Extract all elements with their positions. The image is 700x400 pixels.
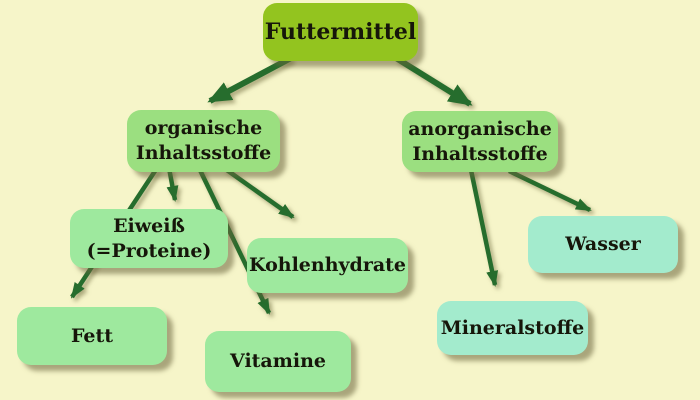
node-kohlenhydrate: Kohlenhydrate bbox=[247, 238, 408, 293]
node-wasser: Wasser bbox=[528, 216, 678, 273]
node-organische-inhaltsstoffe: organische Inhaltsstoffe bbox=[127, 110, 280, 172]
node-mineralstoffe: Mineralstoffe bbox=[437, 301, 588, 355]
edge-futtermittel-organische bbox=[207, 55, 293, 104]
edge-organische-eiweiss bbox=[166, 167, 179, 202]
edge-organische-kohlenhydrate bbox=[222, 166, 295, 219]
edge-futtermittel-anorganische bbox=[394, 55, 473, 107]
edge-anorganische-wasser bbox=[508, 168, 592, 213]
node-futtermittel: Futtermittel bbox=[263, 3, 418, 61]
node-vitamine: Vitamine bbox=[205, 331, 351, 392]
node-eiweiss-proteine: Eiweiß (=Proteine) bbox=[70, 209, 228, 268]
node-fett: Fett bbox=[17, 307, 167, 365]
edge-anorganische-mineralstoffe bbox=[468, 169, 499, 287]
node-anorganische-inhaltsstoffe: anorganische Inhaltsstoffe bbox=[402, 111, 558, 172]
